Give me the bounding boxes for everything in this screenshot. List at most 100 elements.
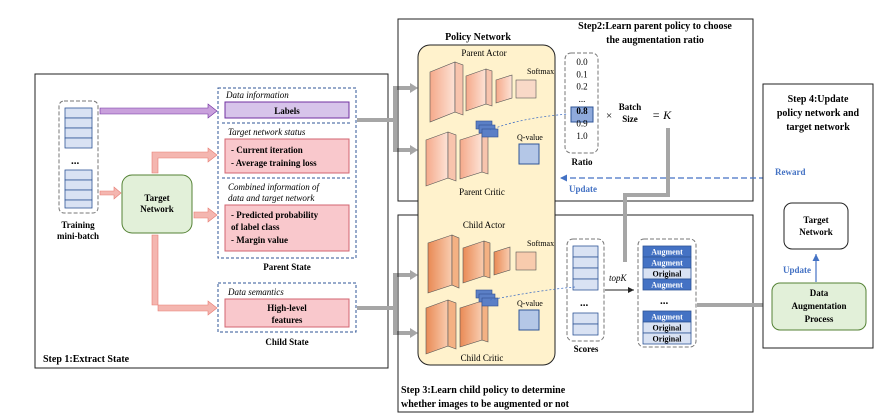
combined-header-1: Combined information of <box>228 182 321 192</box>
reward-label: Reward <box>775 167 806 177</box>
parent-critic-net <box>425 131 489 187</box>
status-line-2: - Average training loss <box>231 158 317 168</box>
step4-title-3: target network <box>786 122 850 133</box>
ratio-list: 0.0 0.1 0.2... 0.8 0.9 1.0 <box>576 57 588 141</box>
process-line-3: Process <box>805 314 834 324</box>
step3-title-1: Step 3:Learn child policy to determine <box>401 385 566 396</box>
augment-cell-label: Original <box>653 335 683 344</box>
child-actor-net <box>427 234 537 294</box>
target-network-step4[interactable] <box>783 202 849 250</box>
target-network-step1-label-2: Network <box>140 204 174 214</box>
step1-label: Step 1:Extract State <box>43 354 130 365</box>
batch-size-2: Size <box>622 114 638 124</box>
child-qvalue-label: Q-value <box>517 299 543 308</box>
child-softmax-label: Softmax <box>527 239 554 248</box>
target-network-step1-label: Target <box>144 193 169 203</box>
child-actor-label: Child Actor <box>463 220 505 230</box>
step4-title-2: policy network and <box>777 108 860 119</box>
actor-to-ratio-link <box>489 113 569 131</box>
augment-cell <box>642 278 692 291</box>
step3-title-2: whether images to be augmented or not <box>401 399 570 410</box>
ratio-selected-box <box>570 106 594 123</box>
augment-cell <box>642 332 692 345</box>
data-semantics-header: Data semantics <box>227 287 284 297</box>
k-to-topk-connector <box>623 128 670 262</box>
augment-cell-label: Augment <box>651 259 683 268</box>
features-box <box>224 298 350 328</box>
target-to-childstate-arrow <box>151 234 218 316</box>
times-sign: × <box>606 110 612 122</box>
combined-header-2: data and target network <box>228 193 315 203</box>
child-critic-label: Child Critic <box>461 353 504 363</box>
actor-to-scores-link <box>489 286 576 301</box>
augment-cell-label: Augment <box>651 281 683 290</box>
ratio-value: 1.0 <box>576 131 588 141</box>
state-to-policy-connectors <box>357 86 412 335</box>
ratio-value: 0.0 <box>576 57 588 67</box>
target-network-step4-label: Target <box>803 215 828 225</box>
target-network-step1[interactable] <box>121 174 193 234</box>
batch-to-labels-arrow <box>99 103 218 119</box>
labels-text: Labels <box>274 106 300 116</box>
ratio-frame <box>564 52 599 154</box>
equals-k: = K <box>652 108 672 122</box>
target-network-step4-label-2: Network <box>799 227 833 237</box>
combined-line-2: of label class <box>231 222 280 232</box>
batch-size-1: Batch <box>619 102 642 112</box>
training-batch-label-2: mini-batch <box>57 231 99 241</box>
data-info-header: Data information <box>225 90 289 100</box>
target-to-combined-arrow <box>193 207 218 223</box>
features-line-2: features <box>272 315 303 325</box>
target-to-status-arrow <box>151 147 218 174</box>
scores-dots: ... <box>580 297 589 309</box>
ratio-value: 0.1 <box>576 69 587 79</box>
update-label-step2: Update <box>569 184 597 194</box>
batch-to-target-arrow <box>99 186 122 200</box>
child-qvalue-box <box>518 309 540 331</box>
scores-label: Scores <box>574 344 599 354</box>
ratio-value: 0.9 <box>576 119 588 129</box>
parent-actor-label: Parent Actor <box>461 48 506 58</box>
parent-state-title: Parent State <box>263 262 311 272</box>
child-state-title: Child State <box>265 337 308 347</box>
parent-softmax-label: Softmax <box>527 67 554 76</box>
ratio-value: 0.8 <box>576 106 588 116</box>
augment-cell-label: Original <box>653 270 683 279</box>
ratio-value: 0.2 <box>576 82 587 92</box>
step3-panel <box>397 214 754 413</box>
policy-network-title: Policy Network <box>445 32 511 43</box>
ratio-label: Ratio <box>572 157 593 167</box>
data-augmentation-process[interactable] <box>771 282 867 331</box>
status-box <box>224 138 350 174</box>
parent-qvalue-label: Q-value <box>517 133 543 142</box>
labels-box <box>224 101 350 119</box>
augment-cell-label: Augment <box>651 248 683 257</box>
parent-qvalue-box <box>518 143 540 165</box>
target-status-header: Target network status <box>228 127 306 137</box>
parent-critic-action-input <box>475 120 499 138</box>
step2-panel <box>397 18 754 202</box>
combined-box <box>224 204 350 252</box>
child-critic-action-input <box>475 289 499 307</box>
training-batch-label: Training <box>61 220 95 230</box>
ratio-value: ... <box>579 94 586 104</box>
augment-dots: ... <box>660 295 669 307</box>
update-label-step4: Update <box>783 265 811 275</box>
training-batch-cells <box>64 107 93 209</box>
step2-title-2: the augmentation ratio <box>606 35 704 46</box>
combined-line-1: - Predicted probability <box>231 210 319 220</box>
status-line-1: - Current iteration <box>231 145 303 155</box>
topk-label: topK <box>609 273 628 283</box>
scores-cells <box>572 245 599 336</box>
step2-title-1: Step2:Learn parent policy to choose <box>578 21 732 32</box>
connector-arrowheads <box>410 83 418 338</box>
features-line-1: High-level <box>267 303 307 313</box>
augment-cell-label: Augment <box>651 313 683 322</box>
parent-critic-label: Parent Critic <box>459 187 505 197</box>
process-line-1: Data <box>810 288 829 298</box>
step4-title-1: Step 4:Update <box>788 94 849 105</box>
parent-actor-net <box>429 61 537 123</box>
